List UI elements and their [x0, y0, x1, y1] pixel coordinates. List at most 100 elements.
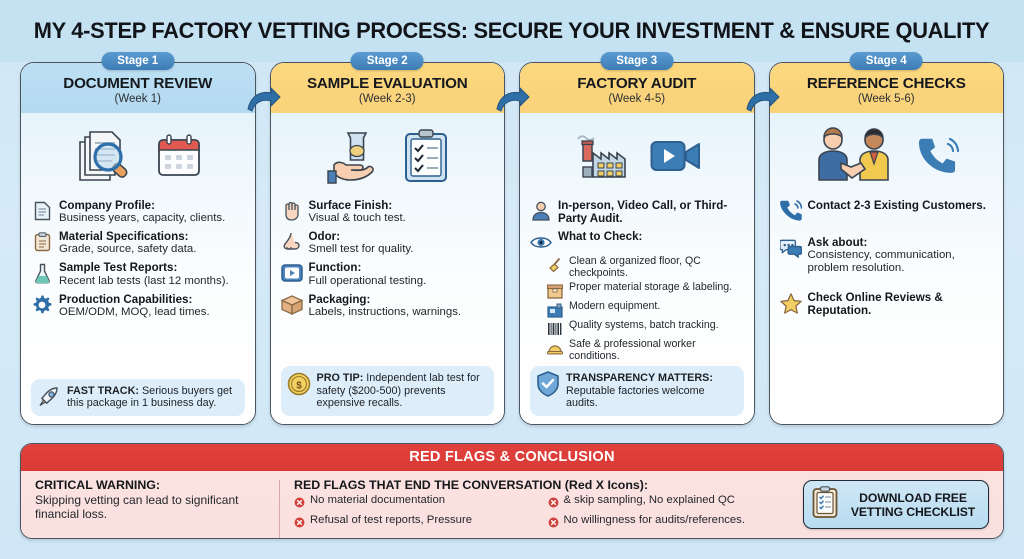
box-icon — [280, 294, 303, 316]
shield-check-icon — [536, 371, 560, 398]
list-item: Material Specifications: Grade, source, … — [31, 230, 245, 256]
critical-warning-title: CRITICAL WARNING: — [35, 478, 161, 492]
item-label: What to Check: — [558, 230, 643, 244]
list-item: Contact 2-3 Existing Customers. — [779, 199, 994, 222]
list-item: & skip sampling, No explained QC — [548, 494, 794, 513]
item-desc: Business years, capacity, clients. — [59, 212, 226, 225]
list-item: Refusal of test reports, Pressure — [294, 514, 540, 533]
sub-list-item: Proper material storage & labeling. — [546, 281, 744, 299]
red-flags-column-left: No material documentation Refusal of tes… — [294, 494, 540, 534]
vertical-divider — [279, 480, 280, 538]
stage-badge-1: Stage 1 — [101, 52, 175, 70]
person-icon — [530, 200, 552, 222]
sub-item-desc: Clean & organized floor, QC checkpoints. — [569, 255, 701, 280]
item-label: Surface Finish: — [308, 199, 393, 212]
item-desc: Grade, source, safety data. — [59, 243, 197, 256]
stage-card-2[interactable]: Stage 2 SAMPLE EVALUATION (Week 2-3) — [269, 52, 530, 425]
sub-list-item: Clean & organized floor, QC checkpoints. — [546, 256, 744, 280]
callout-label: FAST TRACK: — [67, 384, 139, 397]
stage-week-1: (Week 1) — [114, 93, 161, 105]
callout-desc: Independent lab test for safety ($200-50… — [316, 372, 480, 410]
stage-items-4: Contact 2-3 Existing Customers. Ask abou… — [770, 195, 1004, 424]
star-icon — [779, 292, 802, 314]
flag-text: No willingness for audits/references. — [563, 514, 745, 526]
download-line-1: DOWNLOAD FREE — [859, 490, 967, 505]
item-label: Company Profile: — [59, 199, 155, 212]
flag-text: & skip sampling, No explained QC — [563, 494, 735, 506]
sub-list-item: Safe & professional worker conditions. — [546, 338, 744, 363]
sub-list-item: Quality systems, batch tracking. — [546, 319, 744, 337]
list-item: What to Check: — [530, 230, 744, 253]
item-label: Contact 2-3 Existing Customers. — [807, 199, 986, 212]
item-label: Odor: — [308, 230, 341, 244]
item-desc: Visual & touch test. — [308, 212, 406, 225]
calendar-icon — [157, 134, 200, 176]
page-title: MY 4-STEP FACTORY VETTING PROCESS: SECUR… — [34, 18, 990, 43]
handshake-icon — [818, 127, 890, 181]
stage-artwork-4 — [770, 113, 1004, 195]
stage-artwork-3 — [520, 113, 754, 195]
download-checklist-button[interactable]: DOWNLOAD FREE VETTING CHECKLIST — [803, 480, 989, 529]
broom-icon — [546, 257, 564, 273]
flag-text: Refusal of test reports, Pressure — [310, 514, 472, 526]
page-header: MY 4-STEP FACTORY VETTING PROCESS: SECUR… — [0, 0, 1024, 62]
stage-items-1: Company Profile: Business years, capacit… — [21, 195, 255, 424]
phone-ringing-icon — [919, 137, 960, 173]
item-label: Material Specifications: — [59, 230, 189, 244]
flask-icon — [31, 262, 53, 284]
eye-icon — [530, 231, 552, 253]
callout-fast-track: FAST TRACK: Serious buyers get this pack… — [31, 378, 245, 416]
chat-bubbles-icon — [779, 237, 802, 259]
phone-icon — [779, 200, 802, 222]
stage-card-1[interactable]: Stage 1 DOCUMENT REVIEW (Week 1) — [20, 52, 281, 425]
stage-week-2: (Week 2-3) — [358, 93, 416, 105]
stage-header-2: SAMPLE EVALUATION (Week 2-3) — [270, 63, 504, 113]
critical-warning-block: CRITICAL WARNING: Skipping vetting can l… — [35, 478, 265, 522]
sub-item-desc: Quality systems, batch tracking. — [569, 319, 719, 332]
stage-header-1: DOCUMENT REVIEW (Week 1) — [21, 63, 255, 113]
list-item: No material documentation — [294, 494, 540, 513]
stage-card-4[interactable]: Stage 4 REFERENCE CHECKS (Week 5-6) — [768, 52, 1004, 425]
red-flags-block: RED FLAGS THAT END THE CONVERSATION (Red… — [294, 478, 793, 534]
stage-title-2: SAMPLE EVALUATION — [306, 75, 468, 92]
clipboard-icon — [31, 231, 53, 253]
item-desc: Consistency, communication, problem reso… — [807, 249, 955, 275]
svg-text:$: $ — [296, 381, 302, 392]
stage-items-2: Surface Finish: Visual & touch test. Odo… — [271, 195, 505, 424]
list-item: Odor: Smell test for quality. — [281, 230, 495, 256]
stages-container: Stage 1 DOCUMENT REVIEW (Week 1) — [20, 52, 1004, 425]
stage-week-4: (Week 5-6) — [857, 93, 915, 105]
hard-hat-icon — [546, 340, 564, 356]
flag-text: No material documentation — [310, 494, 446, 506]
critical-warning-body: Skipping vetting can lead to significant… — [35, 493, 239, 522]
video-camera-icon — [650, 141, 700, 171]
list-item: Surface Finish: Visual & touch test. — [281, 199, 495, 225]
callout-label: PRO TIP: — [316, 372, 364, 385]
red-x-icon — [294, 495, 305, 513]
item-label: Check Online Reviews & Reputation. — [807, 291, 943, 318]
red-flags-banner-title: RED FLAGS & CONCLUSION — [21, 444, 1003, 471]
item-desc: Smell test for quality. — [308, 243, 414, 256]
download-line-2: VETTING CHECKLIST — [850, 504, 976, 519]
red-flags-panel: RED FLAGS & CONCLUSION CRITICAL WARNING:… — [20, 443, 1004, 539]
callout-transparency: TRANSPARENCY MATTERS: Reputable factorie… — [530, 366, 744, 416]
stage-card-3[interactable]: Stage 3 FACTORY AUDIT (Week 4-5) — [519, 52, 780, 425]
stage-title-1: DOCUMENT REVIEW — [63, 75, 213, 92]
item-label: Packaging: — [308, 292, 371, 306]
sub-list-item: Modern equipment. — [546, 300, 744, 318]
gear-icon — [31, 294, 53, 316]
documents-magnifier-icon — [78, 131, 128, 181]
list-item: Ask about: Consistency, communication, p… — [779, 236, 994, 275]
clipboard-check-icon — [405, 129, 448, 182]
factory-icon — [577, 135, 626, 178]
document-icon — [31, 200, 53, 222]
stage-title-3: FACTORY AUDIT — [577, 75, 697, 92]
list-item: Function: Full operational testing. — [280, 261, 495, 287]
stage-header-4: REFERENCE CHECKS (Week 5-6) — [769, 63, 1003, 113]
stage-week-3: (Week 4-5) — [608, 93, 666, 105]
stage-header-3: FACTORY AUDIT (Week 4-5) — [520, 63, 754, 113]
list-item: In-person, Video Call, or Third-Party Au… — [530, 199, 744, 225]
red-x-icon — [294, 515, 305, 533]
stage-badge-3: Stage 3 — [600, 52, 674, 70]
red-flags-title: RED FLAGS THAT END THE CONVERSATION (Red… — [294, 478, 649, 492]
